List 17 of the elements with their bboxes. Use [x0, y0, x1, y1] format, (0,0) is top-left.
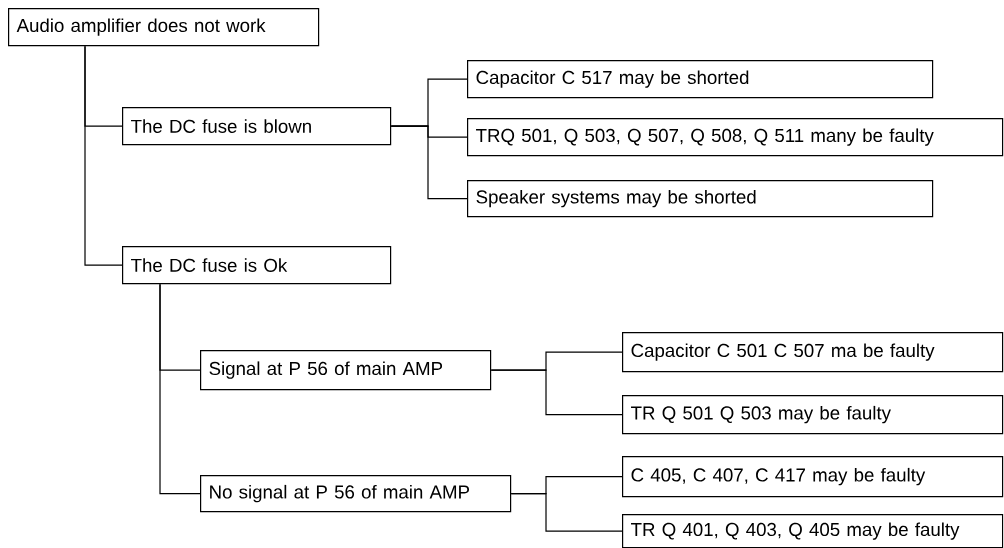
connector-line	[390, 125, 468, 200]
connector-line	[159, 283, 201, 495]
fault-box: C 405, C 407, C 417 may be faulty	[622, 456, 1004, 498]
fault-box: TR Q 401, Q 403, Q 405 may be faulty	[622, 514, 1004, 548]
fault-box: TR Q 501 Q 503 may be faulty	[622, 395, 1004, 435]
condition-box: Signal at P 56 of main AMP	[200, 350, 492, 391]
condition-box: The DC fuse is blown	[122, 107, 392, 146]
connector-line	[490, 369, 623, 416]
condition-box: No signal at P 56 of main AMP	[200, 475, 512, 513]
condition-box: The DC fuse is Ok	[122, 246, 392, 285]
fault-box: Capacitor C 517 may be shorted	[467, 60, 934, 99]
fault-box: Speaker systems may be shorted	[467, 180, 934, 218]
problem-box: Audio amplifier does not work	[8, 8, 320, 47]
fault-box: Capacitor C 501 C 507 ma be faulty	[622, 332, 1004, 373]
connector-line	[84, 45, 123, 266]
connector-line	[510, 493, 623, 532]
fault-box: TRQ 501, Q 503, Q 507, Q 508, Q 511 many be faulty	[467, 118, 1004, 157]
